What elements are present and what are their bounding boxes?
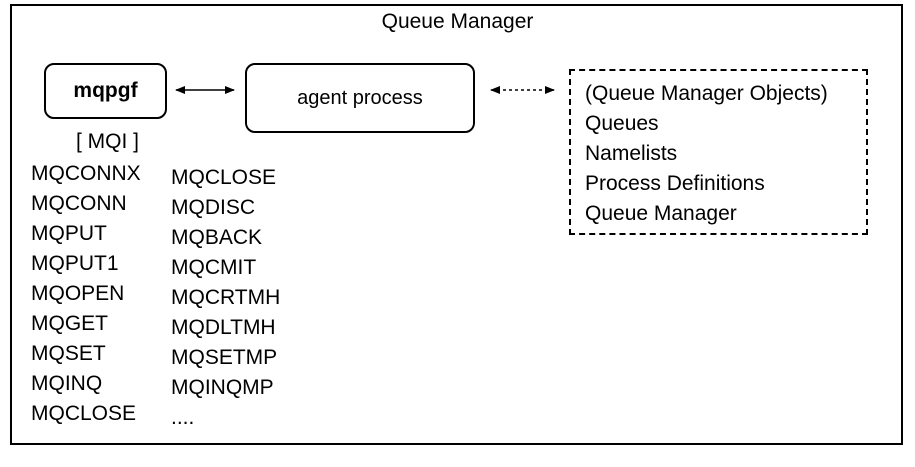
mqi-call-list-right: MQCLOSE MQDISC MQBACK MQCMIT MQCRTMH MQD…: [171, 163, 280, 433]
queue-manager-frame: [10, 4, 903, 445]
mqi-call: MQSET: [31, 342, 106, 365]
mqi-call: MQCONN: [31, 192, 127, 215]
mqpgf-label: mqpgf: [73, 79, 138, 102]
mqi-ellipsis: ....: [171, 406, 195, 429]
mqi-call: MQSETMP: [171, 346, 278, 369]
mqi-call: MQDLTMH: [171, 316, 276, 339]
mqi-call: MQPUT1: [31, 252, 119, 275]
mqi-label: [ MQI ]: [76, 130, 139, 153]
mqi-call-list-left: MQCONNX MQCONN MQPUT MQPUT1 MQOPEN MQGET…: [31, 159, 141, 429]
mqi-call: MQINQMP: [171, 376, 274, 399]
mqi-call: MQCLOSE: [171, 166, 277, 189]
mqi-call: MQINQ: [31, 372, 103, 395]
object-queues: Queues: [585, 112, 659, 135]
mqi-call: MQCONNX: [31, 162, 141, 185]
agent-process-label: agent process: [297, 86, 423, 109]
objects-heading: (Queue Manager Objects): [585, 82, 828, 105]
mqi-call: MQGET: [31, 312, 108, 335]
mqi-call: MQCRTMH: [171, 286, 281, 309]
mqpgf-box: mqpgf: [44, 63, 167, 119]
queue-manager-objects-box: (Queue Manager Objects) Queues Namelists…: [569, 69, 868, 235]
mqi-call: MQBACK: [171, 226, 263, 249]
mqi-call: MQPUT: [31, 222, 107, 245]
object-queue-manager: Queue Manager: [585, 202, 737, 225]
mqi-call: MQOPEN: [31, 282, 125, 305]
object-process-definitions: Process Definitions: [585, 172, 765, 195]
mqi-call: MQCMIT: [171, 256, 257, 279]
queue-manager-title: Queue Manager: [381, 10, 534, 33]
agent-process-box: agent process: [245, 63, 475, 133]
mqi-call: MQCLOSE: [31, 402, 137, 425]
object-namelists: Namelists: [585, 142, 678, 165]
mqi-call: MQDISC: [171, 196, 255, 219]
